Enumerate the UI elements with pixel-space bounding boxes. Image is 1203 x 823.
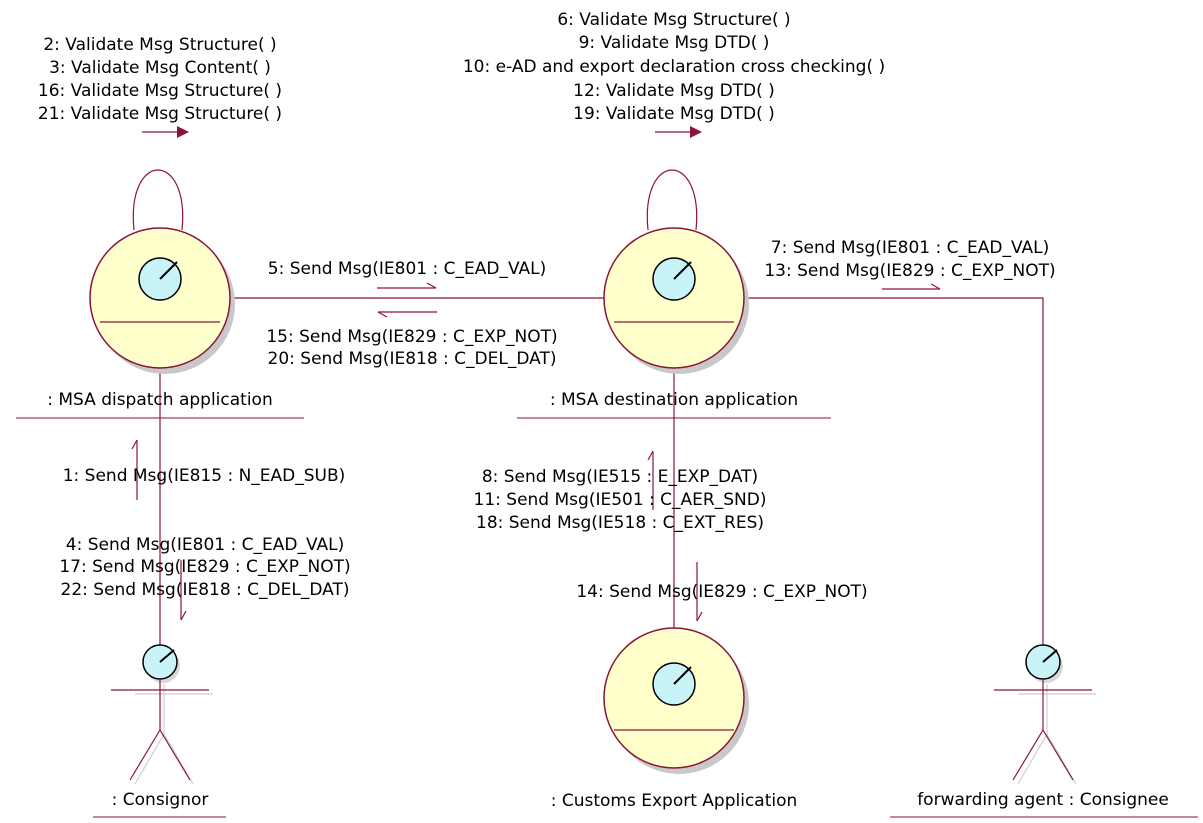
message-label: 2: Validate Msg Structure( ) <box>43 35 276 55</box>
arrow-destination-to-customs <box>696 562 703 622</box>
link-destination-consignee[interactable] <box>738 297 1044 648</box>
message-label: 22: Send Msg(IE818 : C_DEL_DAT) <box>61 580 350 600</box>
message-label: 20: Send Msg(IE818 : C_DEL_DAT) <box>268 349 557 369</box>
message-label: 9: Validate Msg DTD( ) <box>579 33 770 53</box>
object-name-msa-destination: : MSA destination application <box>550 390 798 410</box>
message-label: 16: Validate Msg Structure( ) <box>38 81 282 101</box>
arrow-destination-to-dispatch <box>377 311 437 318</box>
arrow-dispatch-to-destination <box>377 282 437 289</box>
message-label: 3: Validate Msg Content( ) <box>49 58 271 78</box>
message-label: 7: Send Msg(IE801 : C_EAD_VAL) <box>771 238 1049 258</box>
message-label: 15: Send Msg(IE829 : C_EXP_NOT) <box>266 327 557 347</box>
object-msa-dispatch[interactable] <box>89 227 235 374</box>
message-label: 12: Validate Msg DTD( ) <box>573 81 775 101</box>
arrow-destination-self <box>655 126 702 138</box>
object-name-customs-export: : Customs Export Application <box>551 791 798 811</box>
message-label: 10: e-AD and export declaration cross ch… <box>463 57 885 77</box>
message-label: 14: Send Msg(IE829 : C_EXP_NOT) <box>576 582 867 602</box>
object-msa-destination[interactable] <box>603 227 749 374</box>
message-arrows <box>131 126 941 622</box>
message-label: 1: Send Msg(IE815 : N_EAD_SUB) <box>63 466 346 486</box>
message-labels: 2: Validate Msg Structure( ) 3: Validate… <box>38 10 1056 602</box>
object-name-msa-dispatch: : MSA dispatch application <box>47 390 272 410</box>
message-label: 5: Send Msg(IE801 : C_EAD_VAL) <box>268 259 546 279</box>
object-labels: : MSA dispatch application : MSA destina… <box>16 390 1198 818</box>
actor-name-consignee: forwarding agent : Consignee <box>917 790 1169 810</box>
message-label: 11: Send Msg(IE501 : C_AER_SND) <box>474 490 767 510</box>
arrow-customs-to-destination <box>647 450 654 510</box>
actor-name-consignor: : Consignor <box>112 790 209 810</box>
actor-consignee[interactable] <box>994 644 1096 785</box>
message-label: 4: Send Msg(IE801 : C_EAD_VAL) <box>66 535 344 555</box>
object-customs-export[interactable] <box>603 627 749 774</box>
message-label: 17: Send Msg(IE829 : C_EXP_NOT) <box>59 557 350 577</box>
message-label: 19: Validate Msg DTD( ) <box>573 104 775 124</box>
message-label: 21: Validate Msg Structure( ) <box>38 104 282 124</box>
message-label: 6: Validate Msg Structure( ) <box>557 10 790 30</box>
actor-consignor[interactable] <box>111 644 213 785</box>
arrow-dispatch-self <box>142 126 189 138</box>
arrow-consignor-to-dispatch <box>131 439 138 500</box>
message-label: 13: Send Msg(IE829 : C_EXP_NOT) <box>764 261 1055 281</box>
links <box>132 169 1044 648</box>
arrow-destination-to-consignee <box>882 283 941 290</box>
arrow-dispatch-to-consignor <box>180 560 187 621</box>
message-label: 18: Send Msg(IE518 : C_EXT_RES) <box>476 513 764 533</box>
self-loop-destination[interactable] <box>646 169 698 231</box>
self-loop-dispatch[interactable] <box>132 169 184 231</box>
message-label: 8: Send Msg(IE515 : E_EXP_DAT) <box>482 467 758 487</box>
